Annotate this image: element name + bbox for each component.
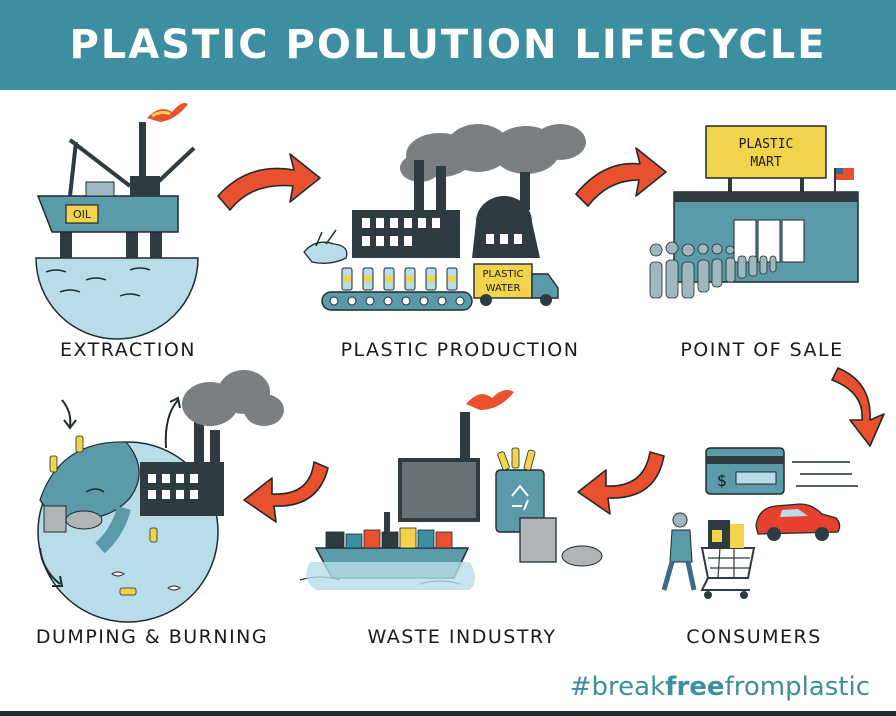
store-sign-line2: MART — [750, 155, 781, 170]
card-dollar-sign: $ — [717, 471, 727, 490]
hashtag: #breakfreefromplastic — [570, 672, 870, 702]
stage-label-waste-industry: WASTE INDUSTRY — [367, 626, 557, 648]
arrow-production-to-sale — [575, 147, 667, 207]
hashtag-part-free: free — [665, 672, 725, 702]
store-sign-line1: PLASTIC — [739, 137, 794, 152]
consumers-illustration: $ — [661, 447, 858, 599]
cycle-arrows — [217, 147, 885, 523]
truck-sign-line1: PLASTIC — [482, 269, 523, 280]
dumping-burning-illustration — [37, 370, 284, 623]
arrow-waste-to-dumping — [243, 461, 329, 523]
truck-sign-line2: WATER — [486, 283, 521, 294]
arrow-consumers-to-waste — [577, 451, 665, 515]
page-title: PLASTIC POLLUTION LIFECYCLE — [69, 22, 827, 68]
stage-label-extraction: EXTRACTION — [59, 339, 197, 361]
arrow-extraction-to-production — [217, 153, 321, 211]
stage-label-point-of-sale: POINT OF SALE — [680, 339, 844, 361]
waste-industry-illustration — [299, 390, 603, 590]
stage-label-dumping-burning: DUMPING & BURNING — [35, 626, 269, 648]
oil-rig-illustration: OIL — [35, 103, 199, 340]
bottom-border — [0, 711, 896, 716]
title-banner: PLASTIC POLLUTION LIFECYCLE — [0, 0, 896, 90]
stage-label-plastic-production: PLASTIC PRODUCTION — [340, 339, 580, 361]
stage-label-consumers: CONSUMERS — [686, 626, 822, 648]
hashtag-part-fromplastic: fromplastic — [724, 672, 870, 702]
factory-illustration: PLASTIC WATER — [303, 124, 586, 311]
store-illustration: PLASTIC MART — [649, 125, 859, 299]
lifecycle-diagram: OIL — [35, 103, 885, 623]
oil-sign-text: OIL — [73, 208, 92, 221]
arrow-sale-to-consumers — [831, 367, 885, 447]
hashtag-part-break: #break — [569, 672, 666, 702]
